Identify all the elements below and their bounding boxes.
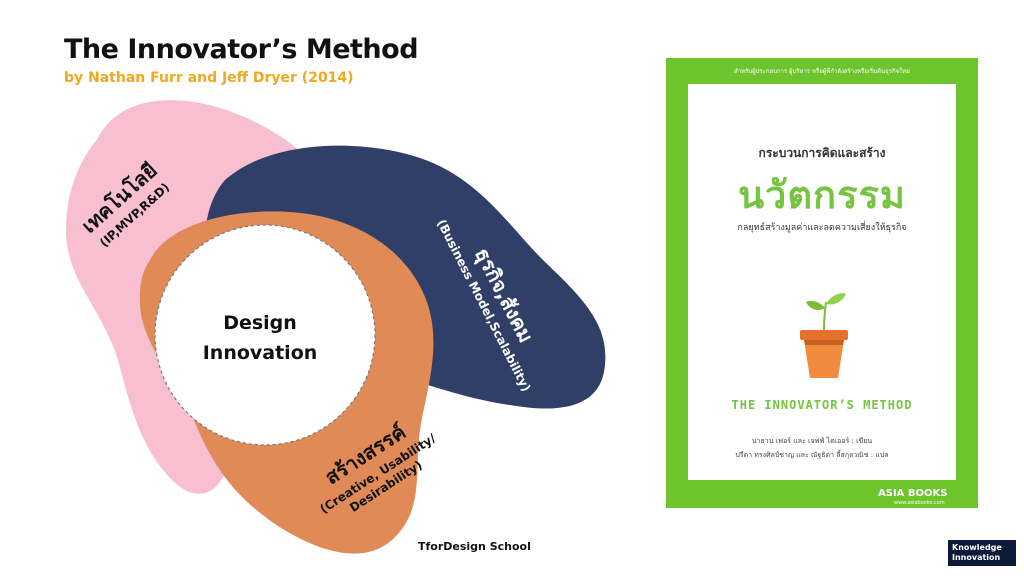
knowledge-innovation-logo: Knowledge Innovation: [948, 540, 1016, 566]
logo-line-1: Knowledge: [952, 543, 1002, 552]
page-subtitle: by Nathan Furr and Jeff Dryer (2014): [64, 70, 354, 86]
book-english-title: THE INNOVATOR’S METHOD: [731, 398, 913, 412]
book-top-blurb: สำหรับผู้ประกอบการ ผู้บริหาร หรือผู้ที่ก…: [734, 68, 910, 75]
logo-line-2: Innovation: [952, 553, 1001, 562]
book-authors: นาธาน เฟอร์ และ เจฟฟ์ ไดเออร์ : เขียน: [751, 437, 873, 445]
book-tagline: กลยุทธ์สร้างมูลค่าและลดความเสี่ยงให้ธุรก…: [737, 223, 907, 233]
book-kicker: กระบวนการคิดและสร้าง: [758, 146, 886, 160]
book-translators: ปรีดา ทรงศิลป์ชาญ และ ณัฐธิดา ลี้สกุลวณิ…: [735, 451, 889, 459]
book-title: นวัตกรรม: [738, 173, 906, 217]
center-circle: [154, 224, 376, 446]
publisher-name: ASIA BOOKS: [878, 488, 948, 499]
center-label: Design Innovation: [180, 308, 340, 368]
book-inner-panel: กระบวนการคิดและสร้าง นวัตกรรม กลยุทธ์สร้…: [688, 84, 956, 480]
page-title: The Innovator’s Method: [64, 34, 419, 65]
source-credit: TforDesign School: [418, 540, 531, 553]
plant-pot-icon: [800, 293, 848, 378]
book-cover: สำหรับผู้ประกอบการ ผู้บริหาร หรือผู้ที่ก…: [666, 58, 978, 508]
publisher-logo: ASIA BOOKS: [878, 488, 947, 499]
center-line-1: Design: [223, 312, 297, 334]
center-line-2: Innovation: [202, 342, 318, 364]
publisher-url: www.asiabooks.com: [894, 500, 945, 506]
